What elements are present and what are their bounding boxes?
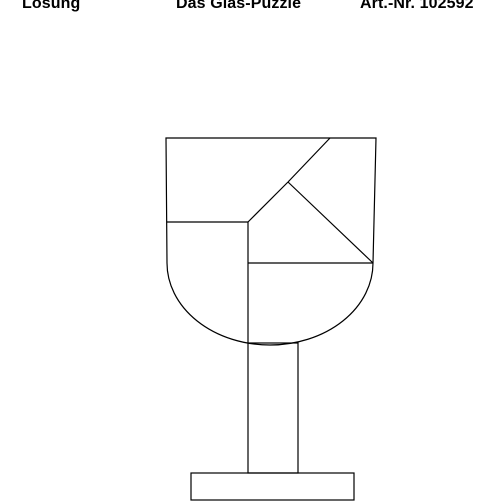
piece-line-triangle-diagonal xyxy=(287,181,374,264)
cup-outline xyxy=(165,137,377,346)
article-number: Art.-Nr. 102592 xyxy=(360,0,474,12)
puzzle-title: Das Glas-Puzzle xyxy=(176,0,302,12)
piece-line-left-diagonal xyxy=(247,181,289,223)
piece-line-top-diagonal xyxy=(287,137,331,183)
solution-label: Lösung xyxy=(22,0,81,12)
glass-base xyxy=(190,472,355,501)
glass-stem xyxy=(247,342,299,474)
